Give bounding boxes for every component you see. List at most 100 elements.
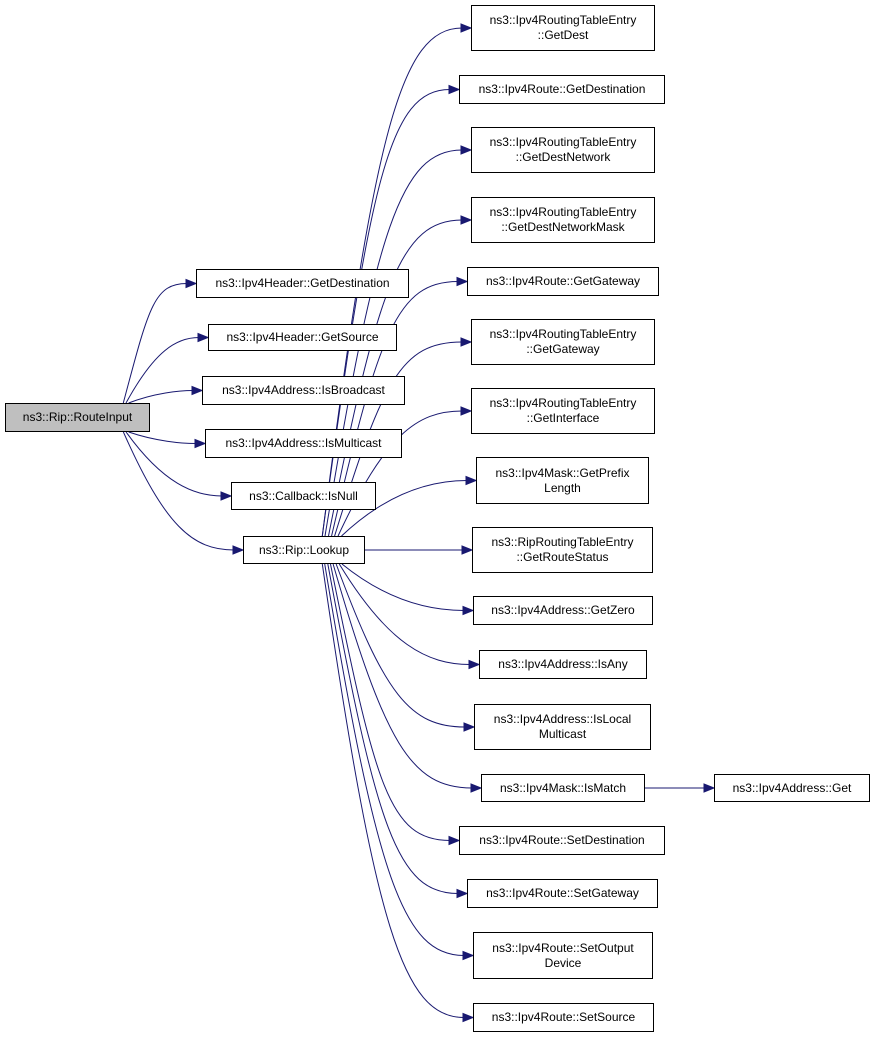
node-label-line: Multicast (538, 727, 587, 741)
node-ipv4route-setgateway[interactable]: ns3::Ipv4Route::SetGateway (467, 879, 658, 908)
call-edge-arrowhead (197, 332, 210, 343)
node-label-line: ns3::Ipv4RoutingTableEntry (489, 327, 637, 341)
node-label-line: ::GetGateway (526, 342, 600, 356)
node-label-line: ns3::Ipv4Address::IsBroadcast (222, 383, 385, 397)
call-edge-arrowhead (462, 605, 475, 616)
node-label-line: ns3::Callback::IsNull (249, 488, 358, 503)
call-edge-arrowhead (456, 888, 469, 899)
node-label-line: ns3::Rip::Lookup (258, 542, 350, 557)
node-ipv4route-getdestination[interactable]: ns3::Ipv4Route::GetDestination (459, 75, 665, 104)
node-label-line: ns3::Ipv4Address::IsLocal (493, 712, 632, 726)
call-edge-arrowhead (462, 950, 475, 961)
node-ipv4routingtableentry-getdest[interactable]: ns3::Ipv4RoutingTableEntry::GetDest (471, 5, 655, 51)
call-edge (125, 337, 200, 404)
node-label-line: ns3::Ipv4Header::GetSource (226, 330, 379, 344)
node-label-line: ns3::Ipv4Route::GetGateway (485, 274, 641, 288)
call-edge-arrowhead (460, 337, 473, 347)
node-label-line: ::GetDest (537, 28, 589, 42)
call-edge-arrowhead (185, 278, 198, 289)
node-ipv4routingtableentry-getdestnetworkmask[interactable]: ns3::Ipv4RoutingTableEntry::GetDestNetwo… (471, 197, 655, 243)
call-edge (324, 149, 463, 537)
call-edge-arrowhead (460, 406, 473, 416)
node-label-line: ns3::Ipv4Route::SetSource (491, 1010, 636, 1024)
node-rip-lookup[interactable]: ns3::Rip::Lookup (243, 536, 365, 564)
node-label-line: ns3::Ipv4Address::IsAny (498, 657, 628, 671)
call-edge (321, 89, 451, 537)
call-edge-arrowhead (468, 659, 481, 670)
node-ipv4route-setdestination[interactable]: ns3::Ipv4Route::SetDestination (459, 826, 665, 855)
call-edge (324, 563, 465, 956)
call-edge-arrowhead (462, 1012, 475, 1023)
node-ipv4header-getsource[interactable]: ns3::Ipv4Header::GetSource (208, 324, 397, 351)
node-ipv4address-ismulticast[interactable]: ns3::Ipv4Address::IsMulticast (205, 429, 402, 458)
node-label-line: ns3::Ipv4Address::GetZero (491, 603, 635, 617)
call-edge-arrowhead (456, 276, 469, 287)
node-label-line: ns3::Ipv4Route::SetOutput (492, 940, 634, 955)
node-label-line: ::GetInterface (526, 411, 600, 425)
call-edge-arrowhead (460, 145, 473, 155)
node-ipv4route-getgateway[interactable]: ns3::Ipv4Route::GetGateway (467, 267, 659, 296)
node-label-line: ns3::Ipv4RoutingTableEntry (489, 205, 637, 219)
call-edge-arrowhead (461, 545, 474, 555)
call-edge-arrowhead (448, 835, 461, 846)
node-riproutingtableentry-getroutestatus[interactable]: ns3::RipRoutingTableEntry::GetRouteStatu… (472, 527, 653, 573)
call-edge (128, 390, 194, 404)
node-label-line: ns3::Ipv4Address::IsMulticast (225, 436, 382, 450)
call-edge-arrowhead (191, 385, 204, 396)
node-label-line: ns3::Ipv4Mask::IsMatch (499, 780, 627, 795)
node-label-line: ns3::Ipv4Address::Get (732, 780, 852, 795)
node-callback-isnull[interactable]: ns3::Callback::IsNull (231, 482, 376, 510)
call-edge-arrowhead (463, 722, 476, 732)
node-label-line: ns3::Ipv4Mask::GetPrefix (495, 465, 630, 480)
call-edge (332, 563, 473, 789)
call-edge-arrowhead (465, 475, 478, 486)
call-edge (122, 283, 188, 404)
call-edge-arrowhead (220, 491, 233, 501)
call-edge (341, 563, 465, 611)
call-edge-arrowhead (448, 84, 461, 95)
node-rip-route-input[interactable]: ns3::Rip::RouteInput (5, 403, 150, 432)
node-label-line: ns3::Ipv4Route::SetDestination (479, 833, 645, 847)
node-label-line: ns3::RipRoutingTableEntry (491, 535, 634, 549)
call-edge (327, 563, 459, 894)
call-edge (321, 563, 465, 1018)
node-ipv4address-get[interactable]: ns3::Ipv4Address::Get (714, 774, 870, 802)
call-edge (128, 431, 197, 444)
node-label-line: ns3::Ipv4RoutingTableEntry (489, 135, 637, 149)
node-ipv4routingtableentry-getgateway[interactable]: ns3::Ipv4RoutingTableEntry::GetGateway (471, 319, 655, 365)
node-label-line: Device (544, 955, 582, 970)
node-ipv4routingtableentry-getinterface[interactable]: ns3::Ipv4RoutingTableEntry::GetInterface (471, 388, 655, 434)
node-ipv4routingtableentry-getdestnetwork[interactable]: ns3::Ipv4RoutingTableEntry::GetDestNetwo… (471, 127, 655, 173)
call-edge (335, 563, 466, 728)
node-label-line: ns3::Ipv4Header::GetDestination (215, 276, 390, 290)
node-label-line: ns3::Ipv4RoutingTableEntry (489, 396, 637, 410)
node-label-line: ns3::Ipv4Route::SetGateway (486, 886, 639, 900)
call-edge-arrowhead (460, 215, 473, 225)
call-edge (341, 480, 468, 537)
node-label-line: ::GetRouteStatus (516, 550, 609, 564)
node-label-line: ns3::Ipv4Route::GetDestination (478, 82, 646, 96)
call-edge-arrowhead (194, 438, 207, 449)
node-ipv4address-isany[interactable]: ns3::Ipv4Address::IsAny (479, 650, 647, 679)
call-edge-arrowhead (232, 545, 245, 555)
node-ipv4address-isbroadcast[interactable]: ns3::Ipv4Address::IsBroadcast (202, 376, 405, 405)
node-ipv4mask-ismatch[interactable]: ns3::Ipv4Mask::IsMatch (481, 774, 645, 802)
node-label-line: ::GetDestNetworkMask (501, 220, 625, 234)
node-label-line: ns3::Rip::RouteInput (22, 410, 133, 424)
node-ipv4route-setsource[interactable]: ns3::Ipv4Route::SetSource (473, 1003, 654, 1032)
call-edge (329, 563, 451, 841)
call-edge-arrowhead (703, 783, 716, 793)
node-ipv4header-getdestination[interactable]: ns3::Ipv4Header::GetDestination (196, 269, 409, 298)
call-edge-arrowhead (470, 783, 483, 793)
node-label-line: Length (544, 480, 581, 495)
node-label-line: ::GetDestNetwork (515, 150, 611, 164)
node-ipv4address-getzero[interactable]: ns3::Ipv4Address::GetZero (473, 596, 653, 625)
call-edge (122, 431, 235, 551)
call-edge (125, 431, 223, 497)
node-label-line: ns3::Ipv4RoutingTableEntry (489, 13, 637, 27)
